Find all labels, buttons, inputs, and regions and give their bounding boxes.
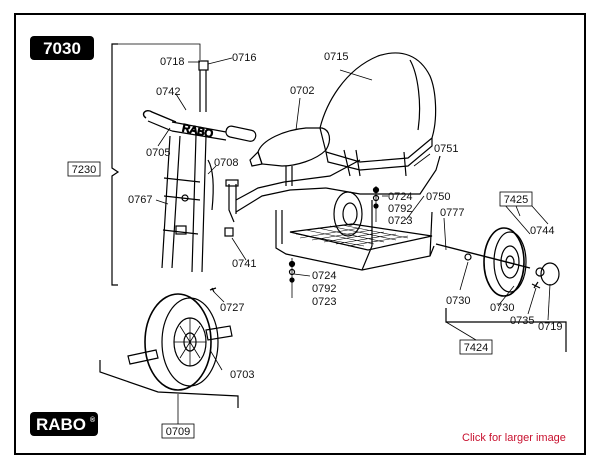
part-label-0727: 0727 <box>220 302 244 314</box>
group-label-0709: 0709 <box>166 426 190 438</box>
right-pedal <box>205 325 233 341</box>
part-label-0741: 0741 <box>232 258 256 270</box>
rear-wheel <box>483 227 525 297</box>
part-label-0718: 0718 <box>160 56 184 68</box>
rear-axle <box>435 243 531 269</box>
part-label-0724-lower: 0724 <box>312 270 336 282</box>
part-label-0792-lower: 0792 <box>312 283 336 295</box>
part-label-0716: 0716 <box>232 52 256 64</box>
saddle-0702 <box>257 127 331 167</box>
group-labels: 7230 7425 7424 0709 <box>67 161 549 439</box>
part-label-0750: 0750 <box>426 191 450 203</box>
part-label-0723-lower: 0723 <box>312 296 336 308</box>
part-label-0703: 0703 <box>230 369 254 381</box>
seat-0715 <box>319 52 437 163</box>
group-bracket-0709 <box>99 360 239 408</box>
model-number: 7030 <box>43 39 81 58</box>
part-label-0715: 0715 <box>324 51 348 63</box>
brand-name: RABO <box>36 415 86 434</box>
part-label-0730-left: 0730 <box>446 295 470 307</box>
group-bracket-7230 <box>111 43 120 286</box>
part-label-0742: 0742 <box>156 86 180 98</box>
leader-lines <box>155 57 551 371</box>
tricycle-line-art: RABO <box>99 43 567 408</box>
part-label-0777: 0777 <box>440 207 464 219</box>
part-label-0702: 0702 <box>290 85 314 97</box>
diagram-frame <box>14 13 586 455</box>
group-label-7425: 7425 <box>504 194 528 206</box>
group-label-7230: 7230 <box>72 164 96 176</box>
part-label-0744: 0744 <box>530 225 554 237</box>
part-label-0723-upper: 0723 <box>388 215 412 227</box>
right-grip <box>225 125 257 142</box>
part-label-0708: 0708 <box>214 157 238 169</box>
frame-rail-upper <box>235 159 361 201</box>
part-label-0724-upper: 0724 <box>388 191 412 203</box>
left-grip <box>142 109 177 123</box>
part-label-0735: 0735 <box>510 315 534 327</box>
model-badge: 7030 <box>30 36 94 60</box>
group-label-7424: 7424 <box>464 342 488 354</box>
group-bracket-7424 <box>445 308 567 352</box>
part-number-labels: 0718 0716 0715 0742 0702 0705 0708 0751 … <box>128 51 562 381</box>
part-label-0719: 0719 <box>538 321 562 333</box>
part-label-0751: 0751 <box>434 143 458 155</box>
part-label-0705: 0705 <box>146 147 170 159</box>
brand-registered-mark: ® <box>90 416 96 424</box>
left-pedal <box>127 349 159 365</box>
part-label-0730-right: 0730 <box>490 302 514 314</box>
front-wheel <box>144 293 212 391</box>
steering-column <box>161 135 181 269</box>
svg-text:RABO: RABO <box>181 122 214 140</box>
floor-plate <box>289 223 433 251</box>
larger-image-link[interactable]: Click for larger image <box>462 432 566 444</box>
part-label-0792-upper: 0792 <box>388 203 412 215</box>
brand-logo: RABO ® <box>30 412 98 436</box>
part-label-0767: 0767 <box>128 194 152 206</box>
seat-post-0718 <box>199 70 207 112</box>
fork-tube <box>191 134 207 273</box>
